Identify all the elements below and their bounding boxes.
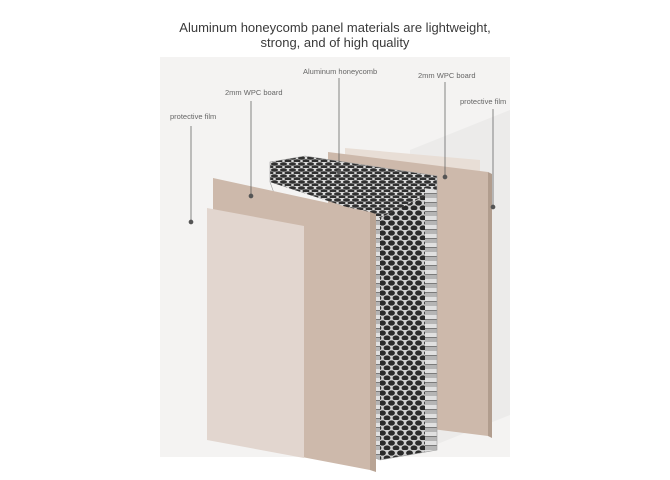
headline-line-1: Aluminum honeycomb panel materials are l… (179, 20, 491, 35)
leader-lines (188, 78, 496, 225)
callout-wpc-board-left: 2mm WPC board (225, 88, 283, 97)
honeycomb-right-edge (425, 188, 437, 452)
callout-wpc-board-right: 2mm WPC board (418, 71, 476, 80)
front-protective-film (207, 208, 304, 458)
honeycomb-top (270, 156, 437, 218)
headline: Aluminum honeycomb panel materials are l… (160, 20, 510, 50)
rear-wpc-board-edge (488, 172, 492, 438)
callout-aluminum-honeycomb: Aluminum honeycomb (303, 67, 378, 76)
callout-protective-film-left: protective film (170, 112, 217, 121)
headline-line-2: strong, and of high quality (260, 35, 410, 50)
front-wpc-board-edge (370, 212, 376, 472)
callout-protective-film-right: protective film (460, 97, 507, 106)
honeycomb-face (380, 190, 437, 460)
